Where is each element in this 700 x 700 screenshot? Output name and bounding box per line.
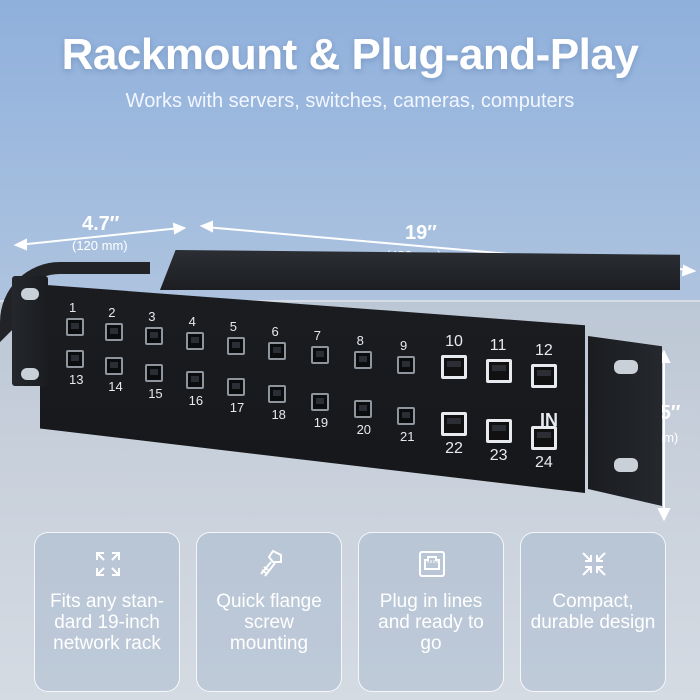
port-number: 18	[271, 407, 286, 423]
ethernet-port	[531, 426, 557, 450]
depth-mm: (120 mm)	[72, 238, 128, 253]
port-number: 19	[313, 414, 329, 430]
mounting-hole	[21, 368, 39, 380]
headline: Rackmount & Plug-and-Play	[61, 30, 639, 79]
subheadline: Works with servers, switches, cameras, c…	[125, 90, 575, 112]
mounting-hole	[21, 288, 39, 300]
depth-value: 4.7″	[82, 213, 120, 235]
port-number: 8	[356, 333, 364, 349]
ethernet-port-icon	[419, 551, 445, 577]
port-number: 23	[489, 446, 508, 464]
ethernet-port	[268, 341, 287, 360]
ethernet-port	[268, 385, 287, 404]
port-number: 20	[356, 421, 372, 437]
ethernet-port	[397, 406, 416, 425]
ethernet-port	[441, 411, 468, 436]
mounting-hole	[614, 360, 638, 374]
desk-edge	[0, 300, 700, 302]
port-number: 13	[69, 372, 84, 387]
port-number: 21	[400, 428, 415, 444]
ethernet-port	[226, 336, 245, 355]
ethernet-port	[105, 322, 124, 341]
width-value: 19″	[405, 222, 437, 244]
ethernet-port	[485, 359, 512, 384]
feature-card: Quick flange screw mounting	[196, 532, 342, 692]
port-number: 16	[188, 393, 204, 409]
mounting-hole	[614, 458, 638, 472]
ethernet-port	[145, 327, 164, 346]
compress-corners-icon	[582, 552, 606, 576]
port-number: 15	[148, 386, 163, 402]
ethernet-port	[310, 346, 329, 365]
port-number: 1	[69, 300, 77, 315]
panel-top	[160, 250, 680, 290]
ethernet-port	[105, 357, 124, 376]
feature-text: Compact, durable design	[530, 591, 656, 633]
ethernet-port	[397, 355, 416, 374]
port-number: 9	[400, 337, 408, 353]
screw-icon	[260, 549, 282, 577]
port-number: 6	[271, 323, 279, 339]
port-number: 22	[445, 439, 463, 457]
port-number: 14	[108, 379, 123, 395]
ethernet-port	[310, 392, 329, 411]
port-number: 4	[188, 314, 196, 330]
ethernet-port	[226, 378, 245, 397]
expand-corners-icon	[96, 552, 120, 576]
feature-text: Plug in lines and ready to go	[378, 591, 484, 654]
feature-card: Plug in lines and ready to go	[358, 532, 504, 692]
port-number: 12	[535, 342, 553, 359]
ethernet-port	[441, 354, 468, 379]
ethernet-port	[185, 332, 204, 351]
port-number: 7	[313, 328, 321, 344]
right-flange	[588, 336, 662, 506]
port-number: 3	[148, 309, 156, 325]
ethernet-port	[353, 351, 372, 370]
left-flange	[12, 276, 48, 386]
port-number: 2	[108, 304, 116, 320]
ethernet-port	[145, 364, 164, 383]
ethernet-port	[185, 371, 204, 390]
feature-card: Compact, durable design	[520, 532, 666, 692]
port-number: 24	[535, 454, 553, 471]
ethernet-port	[66, 318, 84, 336]
in-label: IN	[540, 410, 558, 430]
ethernet-port	[531, 364, 557, 388]
port-number: 17	[229, 400, 245, 416]
feature-text: Quick flange screw mounting	[216, 591, 322, 654]
feature-card: Fits any stan-dard 19-inch network rack	[34, 532, 180, 692]
ethernet-port	[66, 350, 84, 368]
ethernet-port	[353, 399, 372, 418]
port-number: 10	[445, 332, 463, 350]
port-number: 5	[229, 318, 237, 334]
port-number: 11	[489, 337, 507, 355]
ethernet-port	[485, 418, 512, 443]
feature-text: Fits any stan-dard 19-inch network rack	[49, 591, 165, 654]
